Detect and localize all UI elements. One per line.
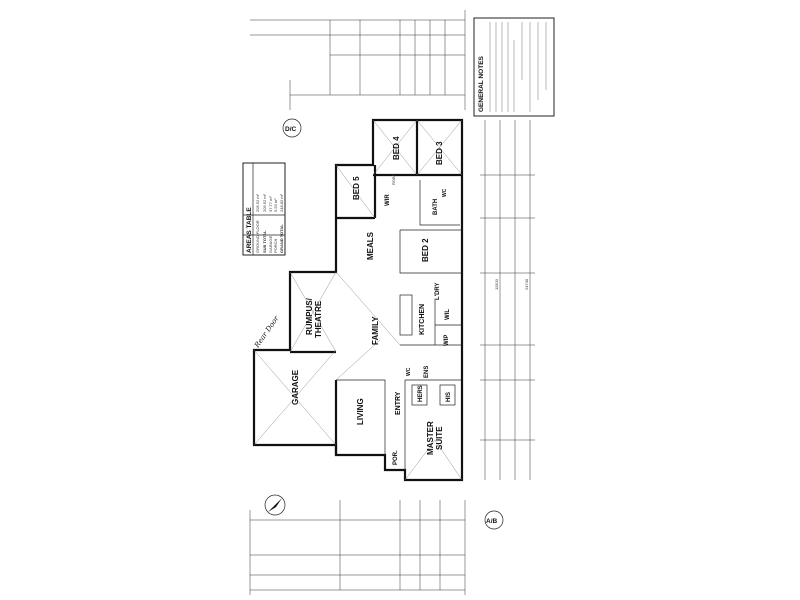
room-his: HIS bbox=[446, 392, 452, 402]
room-meals: MEALS bbox=[366, 231, 375, 260]
room-bed-5: BED 5 bbox=[352, 176, 361, 200]
room-laundry: L'DRY bbox=[435, 282, 441, 300]
section-marker-dc: D/C bbox=[282, 118, 302, 138]
general-notes: GENERAL NOTES bbox=[473, 17, 555, 117]
areas-table: AREAS TABLE GROUND FLOOR 205.52 m² SUB T… bbox=[242, 162, 286, 256]
svg-text:AREAS TABLE: AREAS TABLE bbox=[246, 207, 253, 253]
room-living: LIVING bbox=[356, 398, 365, 425]
svg-text:205.52 m²: 205.52 m² bbox=[255, 193, 260, 212]
ceiling-diagonals bbox=[253, 119, 463, 481]
room-wip: WIP bbox=[444, 335, 450, 346]
room-bed-2: BED 2 bbox=[421, 238, 430, 262]
svg-text:GENERAL NOTES: GENERAL NOTES bbox=[478, 55, 485, 112]
room-bath: BATH bbox=[433, 199, 439, 215]
rear-door-annotation: Rear Door bbox=[253, 314, 281, 350]
bottom-dimensions bbox=[249, 500, 466, 595]
svg-text:GROUND FLOOR: GROUND FLOOR bbox=[255, 220, 260, 253]
svg-text:GARAGE: GARAGE bbox=[268, 236, 273, 253]
room-entry: ENTRY bbox=[395, 391, 402, 415]
svg-text:205.52 m²: 205.52 m² bbox=[262, 193, 267, 212]
room-porch: POR. bbox=[393, 450, 399, 465]
room-bed-3: BED 3 bbox=[435, 141, 444, 165]
svg-text:37.77 m²: 37.77 m² bbox=[268, 196, 273, 212]
room-suite: SUITE bbox=[435, 426, 444, 450]
svg-text:GRAND TOTAL: GRAND TOTAL bbox=[279, 224, 284, 253]
top-dimensions bbox=[250, 10, 466, 110]
room-bed-4: BED 4 bbox=[392, 136, 401, 160]
svg-text:D/C: D/C bbox=[285, 126, 297, 133]
room-wir: WIR bbox=[385, 194, 391, 206]
room-hers: HERS bbox=[418, 385, 424, 402]
room-rumpus: RUMPUS/ bbox=[305, 297, 314, 335]
svg-text:5.53 m²: 5.53 m² bbox=[273, 198, 278, 212]
room-wc: WC bbox=[442, 188, 448, 197]
side-dimension-total: 11500 bbox=[494, 278, 499, 290]
room-theatre: THEATRE bbox=[314, 300, 323, 338]
svg-text:SUB TOTAL: SUB TOTAL bbox=[262, 230, 267, 253]
right-dimensions: 11500 24740 bbox=[480, 120, 535, 480]
room-wil: WIL bbox=[445, 309, 451, 320]
room-kitchen: KITCHEN bbox=[419, 304, 426, 335]
room-ensuite: ENS bbox=[424, 366, 430, 378]
overall-dimension: 24740 bbox=[524, 278, 529, 290]
svg-text:PORCH: PORCH bbox=[273, 238, 278, 253]
north-arrow-icon bbox=[264, 494, 286, 516]
svg-text:248.82 m²: 248.82 m² bbox=[279, 193, 284, 212]
room-wc-ensuite: WC bbox=[406, 367, 412, 376]
robe-label: ROBE bbox=[391, 173, 396, 185]
room-labels: BED 4 BED 3 BED 5 WIR BATH WC BED 2 MEAL… bbox=[291, 136, 452, 465]
svg-text:A/B: A/B bbox=[486, 518, 498, 525]
room-family: FAMILY bbox=[371, 316, 380, 345]
section-marker-ab: A/B bbox=[484, 510, 504, 530]
room-garage: GARAGE bbox=[291, 369, 300, 405]
room-master: MASTER bbox=[426, 421, 435, 455]
